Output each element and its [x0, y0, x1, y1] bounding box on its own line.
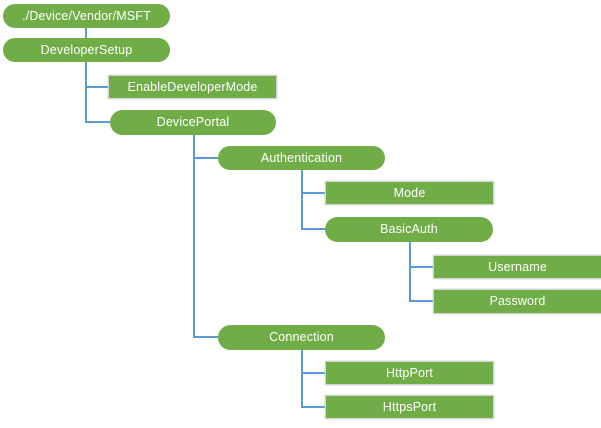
node-label-root: ./Device/Vendor/MSFT — [22, 8, 151, 23]
connector-authentication-to-basicauth — [301, 170, 327, 230]
connector-authentication-to-mode — [301, 170, 325, 194]
node-httpsport[interactable]: HttpsPort — [325, 395, 494, 419]
node-mode[interactable]: Mode — [325, 181, 494, 205]
node-username[interactable]: Username — [433, 255, 601, 279]
node-developersetup[interactable]: DeveloperSetup — [3, 38, 170, 62]
node-deviceportal[interactable]: DevicePortal — [110, 110, 276, 135]
node-label-basicauth: BasicAuth — [380, 222, 438, 237]
node-label-mode: Mode — [393, 185, 426, 200]
node-label-developersetup: DeveloperSetup — [40, 42, 133, 57]
node-enabledevmode[interactable]: EnableDeveloperMode — [108, 75, 277, 99]
node-password[interactable]: Password — [433, 289, 601, 314]
connector-developersetup-to-enabledevmode — [85, 62, 108, 88]
connector-deviceportal-to-authentication — [193, 135, 220, 159]
node-connection[interactable]: Connection — [218, 325, 385, 350]
node-authentication[interactable]: Authentication — [218, 146, 385, 170]
node-label-username: Username — [488, 259, 547, 274]
connector-basicauth-to-username — [409, 242, 433, 268]
node-label-enabledevmode: EnableDeveloperMode — [127, 79, 258, 94]
node-root[interactable]: ./Device/Vendor/MSFT — [3, 4, 170, 28]
node-label-authentication: Authentication — [260, 150, 343, 165]
node-label-deviceportal: DevicePortal — [156, 115, 230, 130]
connector-connection-to-httpport — [301, 350, 325, 374]
node-basicauth[interactable]: BasicAuth — [325, 217, 493, 242]
node-label-httpport: HttpPort — [385, 365, 434, 380]
connector-basicauth-to-password — [409, 242, 433, 302]
node-label-httpsport: HttpsPort — [382, 399, 437, 414]
node-label-password: Password — [489, 294, 546, 309]
connector-deviceportal-to-connection — [193, 135, 220, 338]
node-label-connection: Connection — [269, 330, 334, 345]
node-httpport[interactable]: HttpPort — [325, 361, 494, 385]
connector-connection-to-httpsport — [301, 350, 325, 408]
